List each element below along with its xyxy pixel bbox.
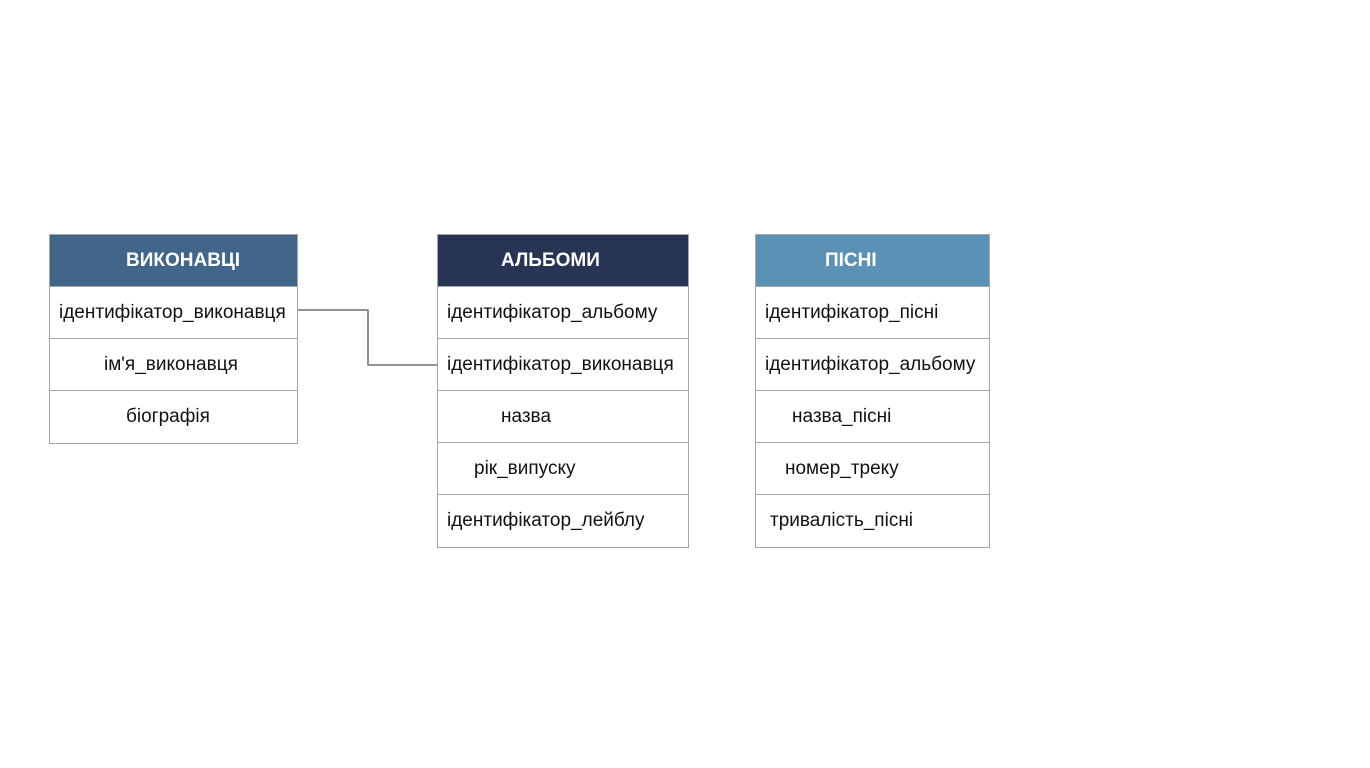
field-song-duration: тривалість_пісні [770,510,914,531]
entity-artists-field: ідентифікатор_виконавця [50,287,297,339]
entity-artists: ВИКОНАВЦІ ідентифікатор_виконавця ім'я_в… [49,234,298,444]
entity-songs-field: тривалість_пісні [756,495,989,547]
entity-albums-field: назва [438,391,688,443]
entity-artists-field: ім'я_виконавця [50,339,297,391]
field-album-artist-id: ідентифікатор_виконавця [447,353,674,375]
field-song-id: ідентифікатор_пісні [765,301,939,323]
field-album-title: назва [501,405,552,427]
entity-albums-header: АЛЬБОМИ [438,235,688,287]
entity-artists-field: біографія [50,391,297,443]
entity-artists-title: ВИКОНАВЦІ [126,249,241,271]
field-track-number: номер_треку [785,457,899,479]
field-biography: біографія [126,406,210,427]
field-artist-name: ім'я_виконавця [104,353,238,375]
entity-songs-field: назва_пісні [756,391,989,443]
field-song-title: назва_пісні [792,405,892,427]
entity-songs-header: ПІСНІ [756,235,989,287]
entity-albums: АЛЬБОМИ ідентифікатор_альбому ідентифіка… [437,234,689,548]
entity-songs-title: ПІСНІ [825,249,877,271]
entity-songs-field: ідентифікатор_пісні [756,287,989,339]
entity-songs-field: номер_треку [756,443,989,495]
artist-album-link-line [297,309,437,366]
field-album-id: ідентифікатор_альбому [447,301,658,323]
entity-songs: ПІСНІ ідентифікатор_пісні ідентифікатор_… [755,234,990,548]
entity-songs-field: ідентифікатор_альбому [756,339,989,391]
field-song-album-id: ідентифікатор_альбому [765,353,976,375]
entity-albums-field: ідентифікатор_альбому [438,287,688,339]
entity-albums-title: АЛЬБОМИ [501,249,600,271]
field-label-id: ідентифікатор_лейблу [447,510,645,531]
entity-albums-field: ідентифікатор_виконавця [438,339,688,391]
entity-albums-field: рік_випуску [438,443,688,495]
field-artist-id: ідентифікатор_виконавця [59,301,286,323]
field-release-year: рік_випуску [474,457,576,479]
entity-artists-header: ВИКОНАВЦІ [50,235,297,287]
entity-albums-field: ідентифікатор_лейблу [438,495,688,547]
